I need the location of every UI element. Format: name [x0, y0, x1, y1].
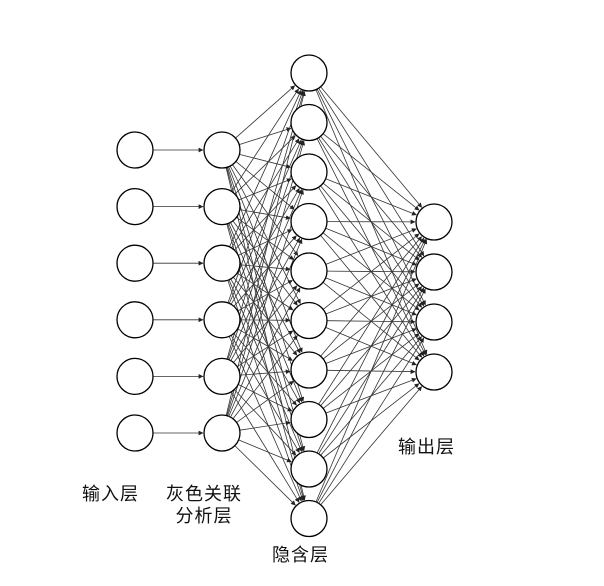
grey-node — [203, 244, 241, 282]
edge-grey-hidden — [234, 185, 297, 251]
edge-grey-hidden — [225, 167, 306, 501]
edge-hidden-output — [316, 288, 426, 503]
hidden-node — [290, 499, 328, 538]
edge-grey-hidden — [239, 154, 291, 169]
edge-grey-hidden — [231, 138, 300, 249]
edge-hidden-output — [320, 236, 423, 357]
edge-grey-hidden — [237, 279, 293, 312]
edge-hidden-output — [322, 133, 420, 211]
hidden-node — [290, 202, 328, 241]
neurons — [116, 54, 453, 538]
hidden-node — [290, 54, 328, 92]
grey-relational-layer-label: 灰色关联 分析层 — [166, 484, 242, 527]
edge-grey-hidden — [228, 189, 303, 360]
edge-hidden-output — [320, 386, 423, 506]
input-node — [116, 357, 154, 396]
edge-grey-hidden — [232, 164, 299, 256]
edge-grey-hidden — [226, 167, 306, 452]
edge-grey-hidden — [234, 135, 296, 195]
edge-grey-hidden — [230, 335, 300, 453]
input-node — [116, 131, 154, 169]
edge-grey-hidden — [228, 238, 303, 417]
edge-grey-hidden — [226, 140, 306, 416]
edge-grey-hidden — [225, 91, 306, 416]
input-node — [116, 301, 154, 339]
edge-grey-hidden — [239, 264, 291, 272]
hidden-node — [290, 400, 328, 439]
edge-grey-hidden — [236, 380, 294, 423]
edge-hidden-output — [322, 233, 420, 310]
edge-grey-hidden — [233, 333, 297, 406]
connections — [153, 85, 428, 506]
grey-node — [203, 187, 241, 226]
edge-grey-hidden — [230, 278, 301, 404]
edge-grey-hidden — [234, 445, 296, 506]
edge-grey-hidden — [233, 285, 298, 363]
edge-grey-hidden — [237, 384, 293, 412]
edge-hidden-output — [325, 178, 417, 216]
output-node — [415, 353, 453, 391]
grey-node — [203, 357, 241, 396]
output-layer-label: 输出层 — [398, 437, 455, 458]
edge-hidden-output — [318, 237, 425, 405]
output-node — [415, 253, 453, 291]
edge-grey-hidden — [232, 335, 298, 420]
grey-node — [203, 414, 241, 452]
edge-grey-hidden — [233, 235, 297, 307]
input-node — [116, 414, 154, 452]
edge-hidden-output — [315, 239, 428, 503]
edge-grey-hidden — [238, 439, 292, 463]
grey-node — [203, 131, 241, 169]
input-layer-label: 输入层 — [82, 484, 139, 505]
grey-node — [203, 301, 241, 339]
edge-grey-hidden — [230, 188, 300, 305]
hidden-node — [290, 252, 328, 290]
edge-grey-hidden — [239, 127, 292, 145]
edge-grey-hidden — [236, 272, 294, 311]
output-node — [415, 203, 453, 241]
hidden-layer-label: 隐含层 — [272, 545, 329, 566]
edge-grey-hidden — [230, 287, 301, 418]
edge-grey-hidden — [232, 220, 298, 306]
edge-grey-hidden — [239, 420, 291, 431]
input-node — [116, 187, 154, 226]
hidden-node — [290, 450, 328, 488]
edge-hidden-output — [318, 337, 425, 504]
hidden-node — [290, 103, 328, 142]
input-node — [116, 244, 154, 282]
edge-grey-hidden — [231, 88, 299, 192]
edge-grey-hidden — [239, 209, 291, 220]
hidden-node — [290, 351, 328, 389]
edge-hidden-output — [316, 238, 426, 454]
edge-grey-hidden — [237, 328, 293, 361]
edge-grey-hidden — [234, 389, 297, 456]
edge-hidden-output — [325, 228, 417, 265]
output-node — [415, 303, 453, 341]
hidden-node — [290, 301, 328, 340]
edge-grey-hidden — [235, 85, 296, 139]
edge-grey-hidden — [228, 139, 302, 304]
edge-grey-hidden — [233, 276, 298, 356]
hidden-node — [290, 153, 328, 191]
edge-grey-hidden — [239, 369, 291, 376]
edge-grey-hidden — [231, 391, 300, 503]
edge-grey-hidden — [229, 89, 302, 247]
edge-grey-hidden — [227, 90, 304, 303]
edge-grey-hidden — [230, 237, 301, 361]
edge-grey-hidden — [235, 161, 295, 210]
edge-hidden-output — [320, 86, 423, 208]
